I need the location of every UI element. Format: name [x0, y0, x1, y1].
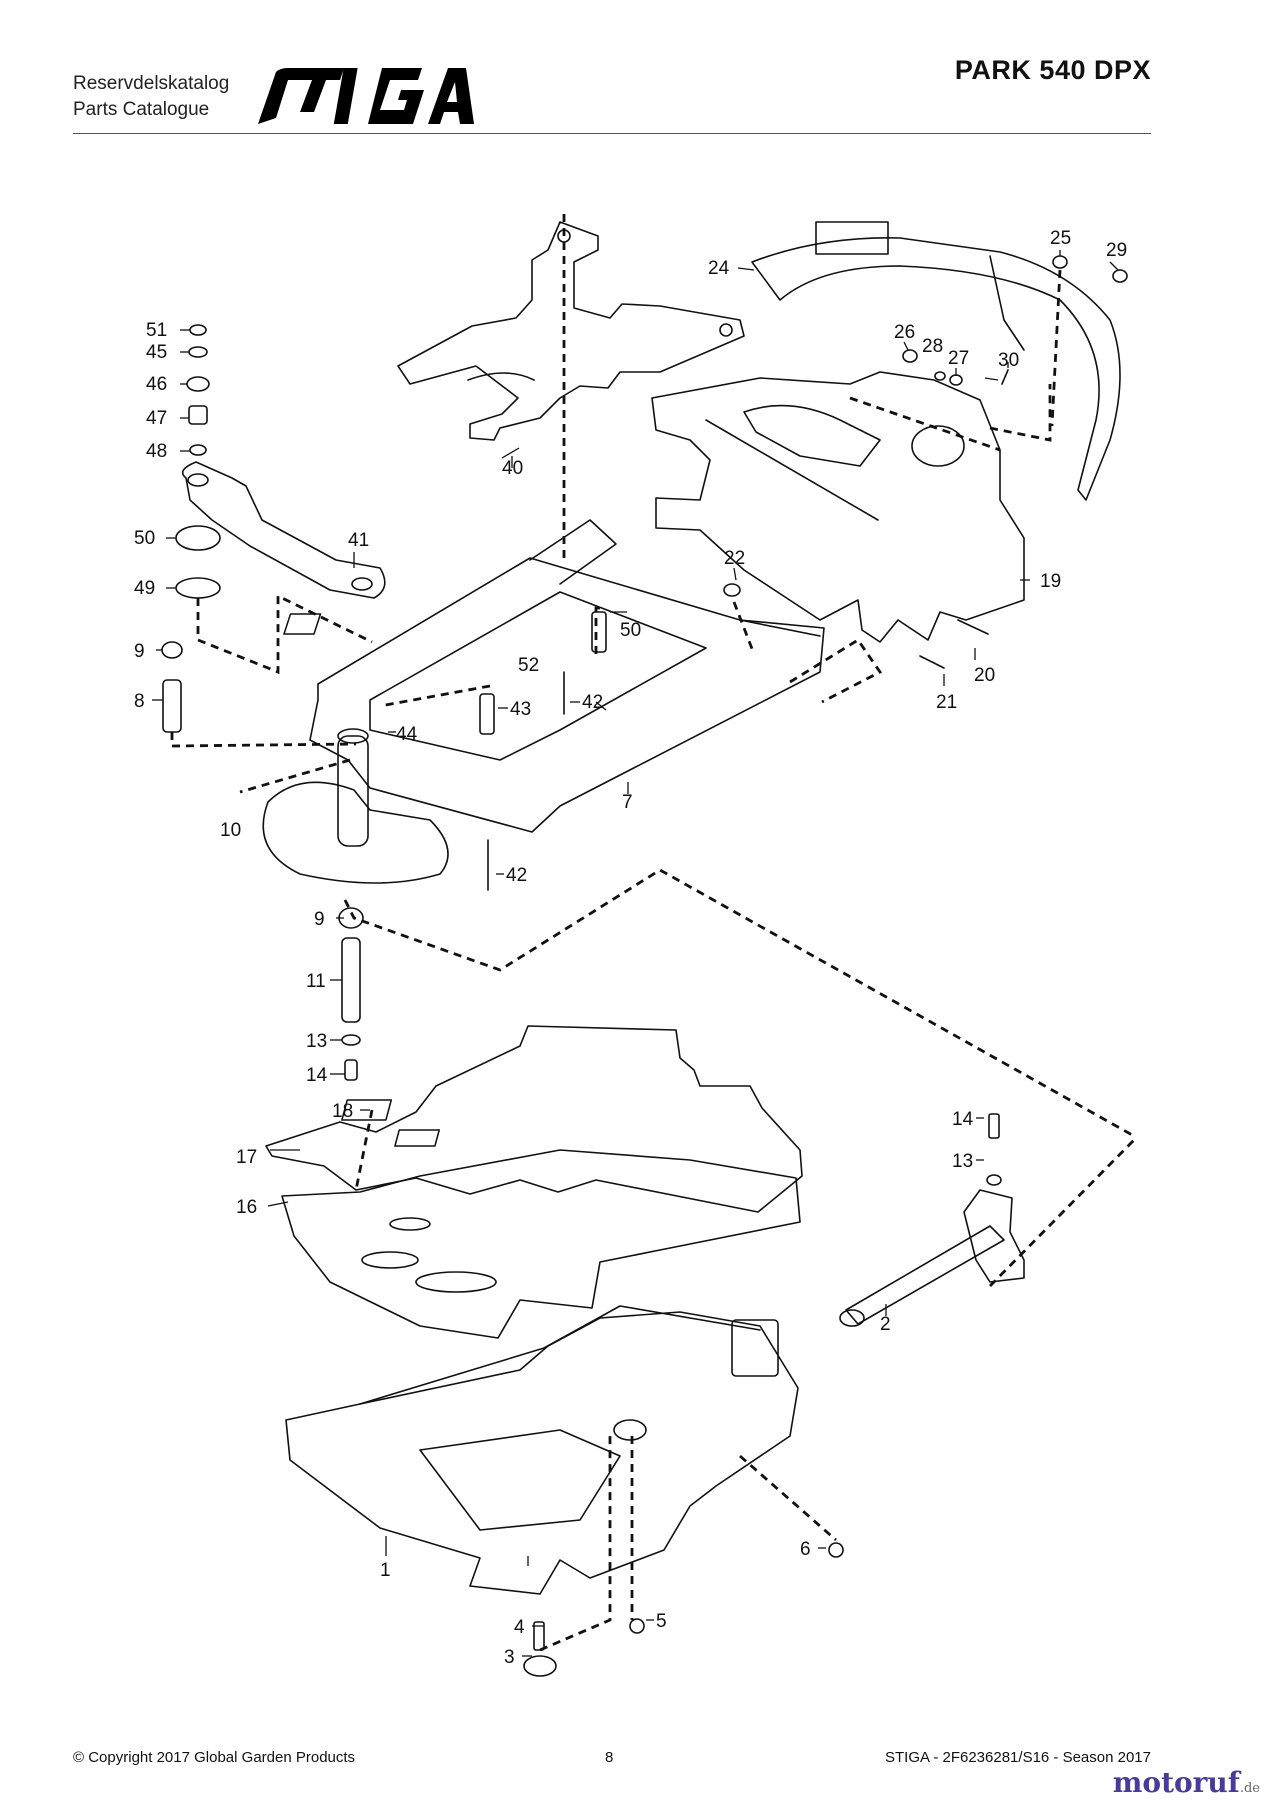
part-16-lower-plate	[281, 1149, 801, 1339]
callout-19: 19	[1040, 571, 1061, 592]
callout-16: 16	[236, 1197, 257, 1218]
catalogue-title-de: Reservdelskatalog	[73, 73, 230, 94]
callout-50-left: 44	[396, 724, 418, 745]
callout-9-upper: 9	[134, 641, 145, 662]
callout-51: 51	[146, 320, 167, 341]
callout-30: 30	[998, 350, 1019, 371]
callout-24: 24	[708, 258, 730, 279]
callout-48: 50	[134, 528, 155, 549]
part-40-plate	[397, 221, 745, 441]
header-divider	[73, 133, 1151, 134]
callout-3: 3	[504, 1647, 515, 1668]
callout-42-lower: 42	[506, 865, 527, 886]
callout-5: 5	[656, 1611, 667, 1632]
part-1-chassis	[285, 1311, 799, 1595]
callout-50-right: 43	[510, 699, 531, 720]
part-19-bracket	[651, 371, 1025, 643]
part-41-arm	[181, 461, 386, 599]
callout-8: 8	[134, 691, 145, 712]
callout-1: 1	[380, 1560, 391, 1581]
callout-40: 40	[502, 458, 523, 479]
callout-7: 7	[622, 792, 633, 813]
callout-14-left: 14	[306, 1065, 328, 1086]
callout-46: 48	[146, 441, 167, 462]
callout-2: 2	[880, 1314, 891, 1335]
callout-41: 41	[348, 530, 369, 551]
page-number: 8	[605, 1749, 614, 1766]
callout-27: 27	[948, 348, 969, 369]
callout-44: 46	[146, 374, 167, 395]
callout-25: 25	[1050, 228, 1071, 249]
callout-47: 49	[134, 578, 155, 599]
part-7-main-frame	[309, 557, 825, 833]
callout-49: 50	[620, 620, 641, 641]
callout-17: 17	[236, 1147, 257, 1168]
callout-13-right: 13	[952, 1151, 973, 1172]
callout-6: 6	[800, 1539, 811, 1560]
stiga-logo	[258, 68, 474, 124]
watermark-name: motoruf	[1112, 1766, 1240, 1799]
callout-43: 45	[146, 342, 167, 363]
callout-21: 21	[936, 692, 957, 713]
callout-22: 22	[724, 548, 745, 569]
callout-20: 20	[974, 665, 995, 686]
part-2-axle	[845, 1225, 1005, 1325]
callout-29: 29	[1106, 240, 1127, 261]
callout-18: 18	[332, 1101, 353, 1122]
callout-52: 52	[518, 655, 539, 676]
watermark-logo[interactable]: motoruf.de	[1113, 1766, 1260, 1799]
callout-45: 47	[146, 408, 167, 429]
footer-copyright: © Copyright 2017 Global Garden Products	[73, 1749, 356, 1766]
callout-26: 26	[894, 322, 915, 343]
callout-4: 4	[514, 1617, 525, 1638]
callout-10: 10	[220, 820, 241, 841]
watermark-tld: .de	[1239, 1781, 1260, 1796]
callout-28: 28	[922, 336, 943, 357]
callout-13-left: 13	[306, 1031, 327, 1052]
part-17-upper-plate	[265, 1025, 803, 1213]
footer-doc-ref: STIGA - 2F6236281/S16 - Season 2017	[884, 1749, 1151, 1766]
callout-42-upper: 42	[582, 692, 603, 713]
catalogue-title-en: Parts Catalogue	[73, 99, 210, 120]
callout-11: 11	[306, 971, 326, 992]
callout-14-right: 14	[952, 1109, 974, 1130]
model-name: PARK 540 DPX	[954, 55, 1151, 85]
callout-9-lower: 9	[314, 909, 325, 930]
part-24-bumper	[751, 237, 1121, 501]
